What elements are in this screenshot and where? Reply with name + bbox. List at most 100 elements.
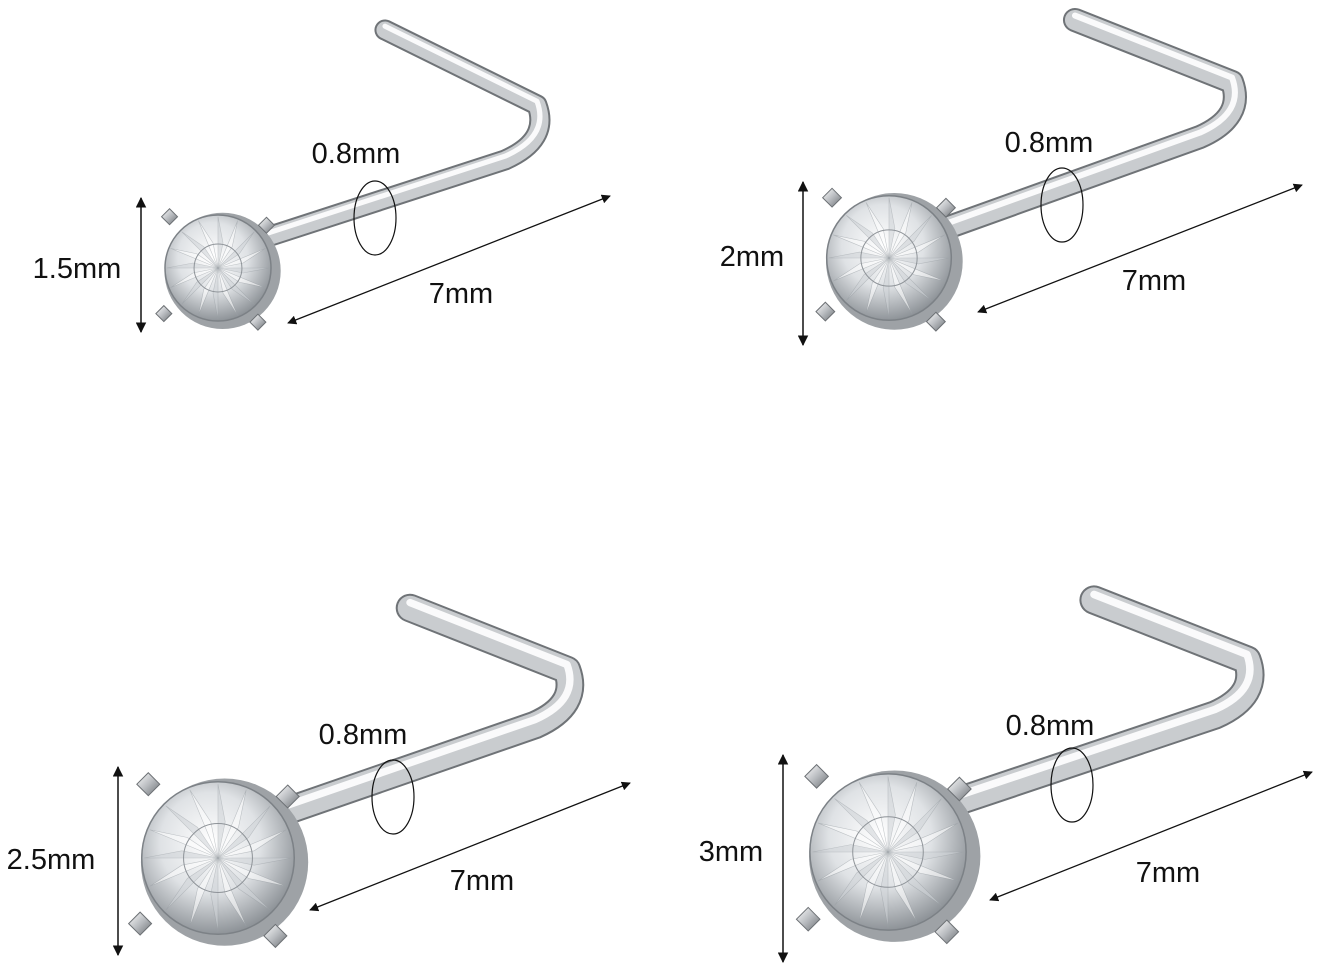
prong: [935, 197, 957, 218]
length-arrow: [287, 194, 611, 325]
gem-size-label: 3mm: [699, 836, 763, 868]
gem-facet: [880, 851, 889, 928]
gem-facet: [217, 857, 292, 866]
prong: [925, 311, 946, 332]
gem-facet: [833, 257, 890, 282]
prong: [795, 906, 821, 932]
gem-facet: [217, 857, 287, 887]
gem-facet: [217, 789, 247, 859]
gem-facet: [846, 215, 890, 259]
gem-size-label: 1.5mm: [33, 253, 122, 285]
gem-facet: [846, 257, 890, 301]
gem-facet: [887, 776, 896, 853]
gem-facet: [887, 851, 958, 882]
gem-facet: [210, 857, 219, 932]
prong: [804, 763, 830, 789]
prong: [934, 919, 960, 945]
gem-facet: [217, 805, 271, 859]
wire-highlight: [922, 12, 1238, 234]
wire-highlight: [259, 598, 574, 818]
length-arrow: [989, 770, 1313, 902]
gem-size-label: 2.5mm: [7, 844, 96, 876]
gem-facet: [882, 257, 890, 319]
gem-facet: [165, 857, 219, 911]
gem-facet: [217, 216, 224, 269]
length-label: 7mm: [450, 865, 514, 897]
gem-facet: [865, 202, 890, 259]
gem-facet: [887, 798, 942, 853]
gem-facet: [887, 851, 964, 860]
gem-facet: [858, 851, 889, 922]
gem-facet: [217, 267, 255, 305]
gem-facet: [817, 851, 889, 882]
prong: [821, 187, 843, 208]
wire-highlight: [930, 590, 1254, 808]
gem-facet: [181, 267, 219, 305]
wire-outline: [238, 19, 551, 254]
wire-gauge-label: 0.8mm: [1005, 127, 1094, 159]
gem-facet: [217, 857, 247, 927]
gem-facets: [812, 776, 964, 928]
gem-facet: [834, 798, 889, 853]
gem-facet: [198, 267, 219, 316]
gem-facet: [181, 231, 219, 269]
gem-facets: [166, 216, 270, 320]
gem-facet: [888, 234, 945, 259]
gem-facet: [888, 215, 932, 259]
gem-facets: [828, 197, 950, 319]
gem-facet: [888, 257, 945, 282]
gem-facet: [170, 267, 219, 288]
nose-stud-3: 2.5mm 0.8mm 7mm: [7, 593, 631, 957]
prong: [275, 784, 300, 809]
gem-table: [193, 243, 243, 293]
length-label: 7mm: [429, 278, 493, 310]
gem-facet: [818, 822, 889, 853]
prong: [263, 923, 288, 949]
wire-gauge-label: 0.8mm: [319, 719, 408, 751]
gem-facet: [812, 844, 889, 853]
gem-facet: [888, 257, 950, 265]
gem-facet: [166, 262, 219, 269]
prong: [127, 911, 153, 936]
length-label: 7mm: [1136, 857, 1200, 889]
wire-highlight: [246, 23, 543, 242]
wire-body: [240, 21, 549, 252]
gem-facet: [217, 267, 238, 316]
gem-facet: [833, 234, 890, 259]
gem-facet: [217, 248, 266, 269]
length-label: 7mm: [1122, 265, 1186, 297]
gem-facet: [888, 197, 896, 259]
gem-facet: [828, 251, 890, 259]
length-arrow: [977, 183, 1303, 314]
gem-facet: [887, 851, 942, 906]
nose-stud-1: 1.5mm 0.8mm 7mm: [33, 19, 611, 334]
gem-facets: [144, 784, 292, 932]
gem-facet: [170, 248, 219, 269]
gem-facet: [217, 267, 266, 288]
gem-facet: [865, 257, 890, 314]
gem-facet: [144, 850, 219, 859]
wire-gauge-label: 0.8mm: [312, 138, 401, 170]
gem-facet: [217, 267, 270, 274]
prong: [136, 772, 161, 797]
gem-table: [852, 816, 924, 888]
gem-facet: [217, 829, 287, 859]
gem-facet: [888, 202, 913, 259]
gem-facet: [149, 829, 219, 859]
prong: [155, 304, 173, 323]
gem-table: [183, 823, 253, 893]
studs-layer: 1.5mm0.8mm7mm2mm0.8mm7mm2.5mm0.8mm7mm3mm…: [7, 7, 1313, 964]
prong: [160, 208, 179, 226]
prong: [815, 301, 836, 322]
prong: [946, 776, 972, 802]
gem-facet: [217, 220, 238, 269]
gem-facet: [217, 784, 226, 859]
gem-facet: [217, 857, 271, 911]
prong: [249, 313, 267, 331]
length-arrow: [309, 781, 631, 912]
gem-facet: [165, 805, 219, 859]
gem-facet: [888, 257, 932, 301]
